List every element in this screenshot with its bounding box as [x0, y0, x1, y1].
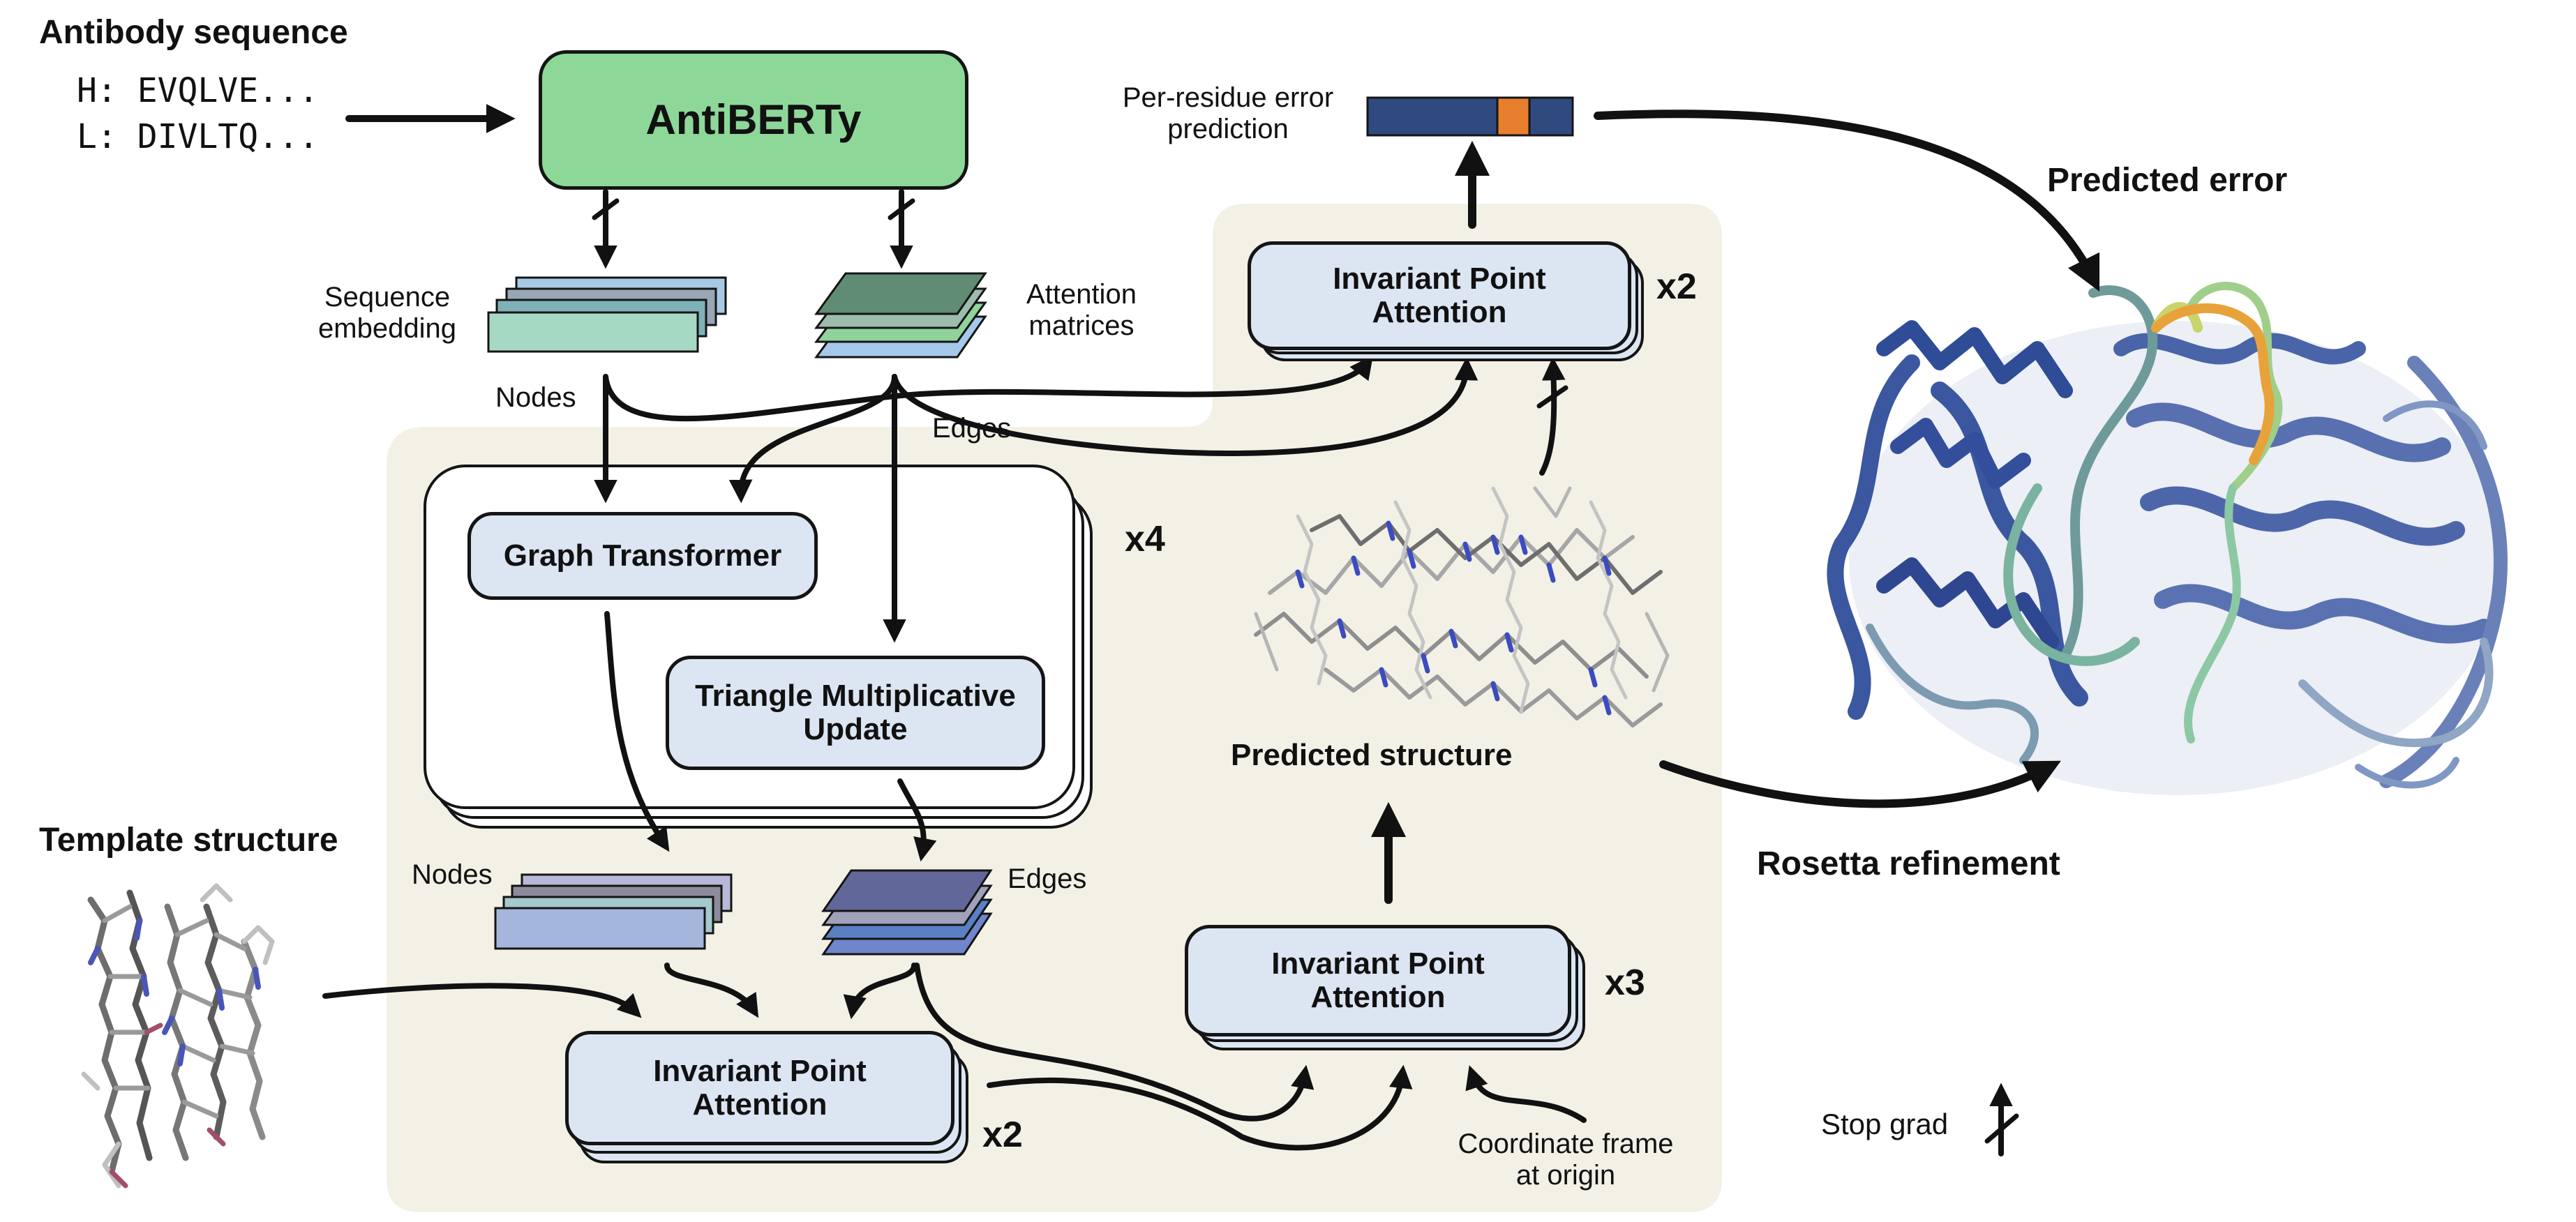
- predicted-error-label: Predicted error: [2047, 162, 2288, 199]
- ipa-template-box: Invariant Point Attention: [565, 1031, 954, 1145]
- antiberty-box: AntiBERTy: [539, 50, 968, 190]
- error-bar: [1366, 96, 1574, 137]
- rosetta-refinement-label: Rosetta refinement: [1757, 845, 2060, 882]
- attention-matrices-stack: [814, 272, 987, 359]
- triangle-update-label: Triangle Multiplicative Update: [695, 678, 1016, 746]
- stop-grad-legend-label: Stop grad: [1821, 1108, 1949, 1140]
- light-chain-sequence: L: DIVLTQ...: [77, 117, 319, 156]
- graph-block-repeat: x4: [1125, 519, 1165, 559]
- heavy-chain-sequence: H: EVQLVE...: [77, 71, 319, 110]
- attention-matrices-label: Attention matrices: [1026, 279, 1137, 341]
- graph-transformer-box: Graph Transformer: [467, 512, 818, 600]
- sequence-embedding-stack: [487, 276, 727, 353]
- ipa-structure-label: Invariant Point Attention: [1271, 946, 1485, 1014]
- ipa-error-box: Invariant Point Attention: [1248, 241, 1631, 350]
- ipa-structure-box: Invariant Point Attention: [1185, 925, 1571, 1036]
- ipa-template-repeat: x2: [982, 1115, 1023, 1155]
- antibody-sequence-title: Antibody sequence: [39, 14, 348, 51]
- nodes-input-label: Nodes: [495, 382, 576, 413]
- triangle-update-box: Triangle Multiplicative Update: [666, 656, 1045, 770]
- arrows: [322, 104, 2100, 1156]
- error-prediction-label: Per-residue error prediction: [1122, 82, 1334, 144]
- template-structure-title: Template structure: [39, 822, 338, 859]
- template-structure-molecule: [81, 883, 275, 1189]
- edges-input-label: Edges: [932, 413, 1012, 444]
- ipa-template-label: Invariant Point Attention: [653, 1053, 867, 1122]
- graph-transformer-label: Graph Transformer: [503, 538, 782, 573]
- coordinate-frame-label: Coordinate frame at origin: [1458, 1129, 1674, 1191]
- ipa-error-repeat: x2: [1656, 266, 1697, 307]
- sequence-embedding-label: Sequence embedding: [318, 282, 456, 344]
- nodes-output-stack: [494, 873, 733, 950]
- predicted-structure-molecule: [1254, 486, 1670, 727]
- stop-grad-marks: [592, 198, 2019, 1144]
- edges-output-label: Edges: [1008, 863, 1087, 894]
- predicted-structure-label: Predicted structure: [1231, 738, 1513, 772]
- antiberty-label: AntiBERTy: [645, 96, 862, 143]
- nodes-output-label: Nodes: [412, 859, 493, 890]
- ipa-error-label: Invariant Point Attention: [1333, 261, 1546, 329]
- edges-output-stack: [821, 869, 993, 956]
- ipa-structure-repeat: x3: [1605, 963, 1645, 1003]
- final-protein-structure: [1827, 282, 2508, 795]
